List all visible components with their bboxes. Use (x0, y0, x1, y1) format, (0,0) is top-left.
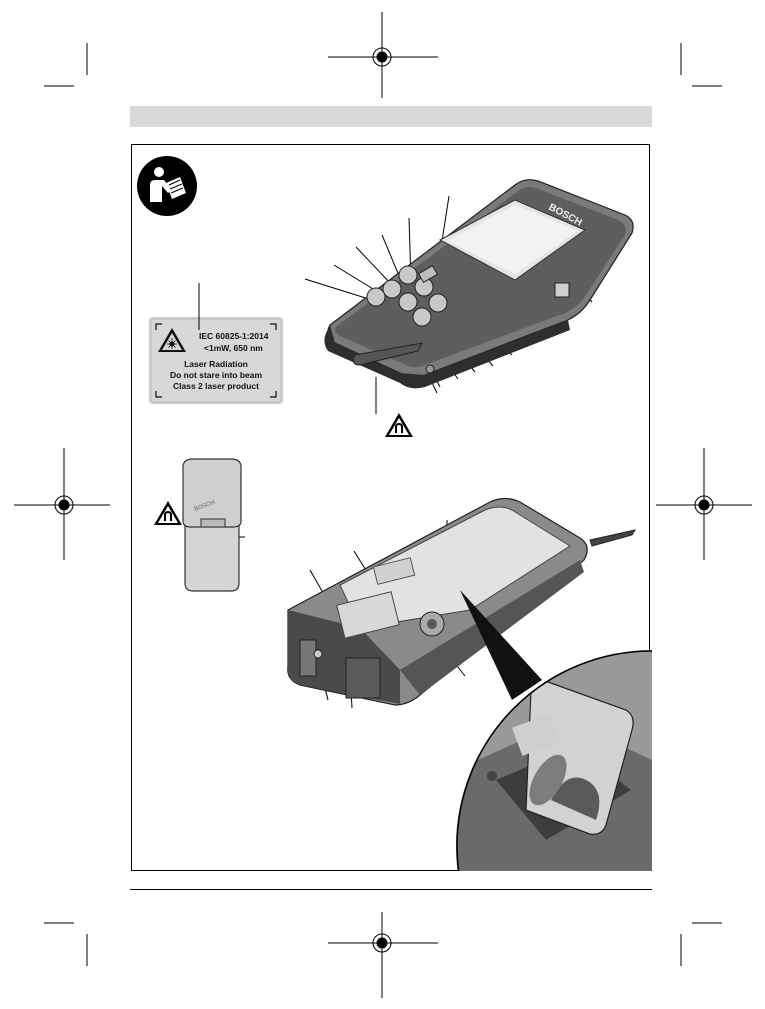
battery-detail-zoom (456, 650, 652, 871)
holster-illustration: BOSCH (177, 455, 247, 595)
device-top-illustration: BOSCH (300, 165, 640, 415)
magnet-warning-icon (384, 412, 414, 438)
